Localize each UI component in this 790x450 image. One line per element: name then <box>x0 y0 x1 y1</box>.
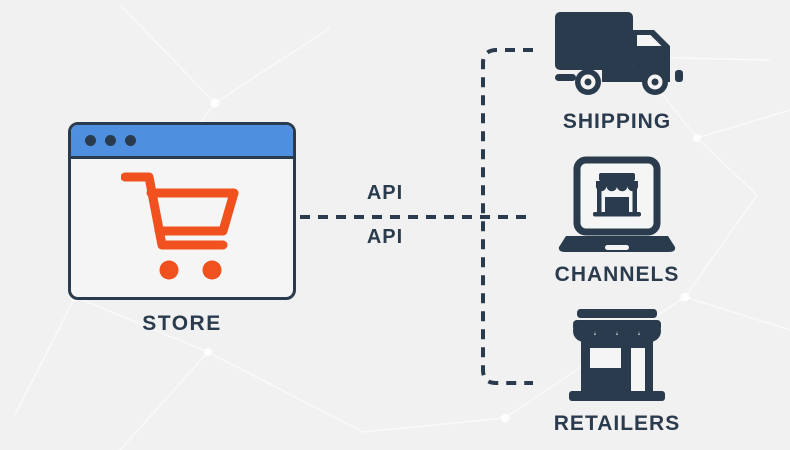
browser-dot-icon <box>85 135 96 146</box>
browser-body <box>71 159 293 295</box>
node-label-retailers: RETAILERS <box>553 412 681 435</box>
browser-header <box>71 125 293 159</box>
api-label-top: API <box>366 182 404 204</box>
shopping-cart-icon <box>121 172 239 280</box>
connector-branch-shipping-retailers <box>481 48 533 385</box>
api-label-bottom: API <box>366 226 404 248</box>
store-label: STORE <box>142 312 222 335</box>
browser-window <box>68 122 296 300</box>
browser-dot-icon <box>125 135 136 146</box>
node-label-channels: CHANNELS <box>554 263 680 286</box>
node-label-shipping: SHIPPING <box>562 110 672 133</box>
laptop-storefront-icon <box>558 156 676 252</box>
node-shipping: SHIPPING <box>542 8 692 134</box>
browser-dot-icon <box>105 135 116 146</box>
node-channels: CHANNELS <box>542 156 692 287</box>
storefront-icon <box>569 309 665 401</box>
delivery-truck-icon <box>554 12 683 95</box>
node-retailers: RETAILERS <box>542 307 692 436</box>
